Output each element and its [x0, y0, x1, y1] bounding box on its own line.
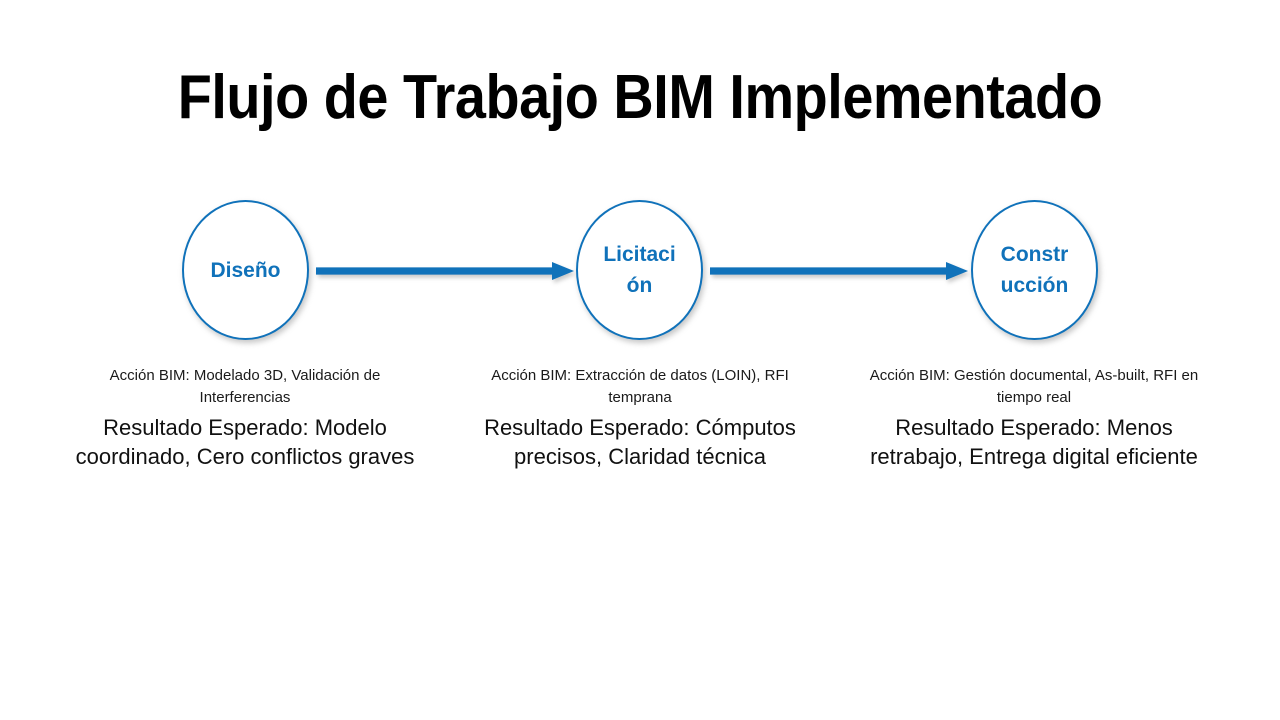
flow-node-label: Licitación	[603, 243, 676, 297]
caption-result-text: Resultado Esperado: Menos retrabajo, Ent…	[870, 415, 1198, 469]
caption-result-text: Resultado Esperado: Modelo coordinado, C…	[75, 415, 415, 469]
flow-caption-construccion: Acción BIM: Gestión documental, As-built…	[849, 365, 1219, 471]
arrow-right-icon	[316, 262, 574, 280]
caption-result-text: Resultado Esperado: Cómputos precisos, C…	[484, 415, 796, 469]
bim-workflow-diagram: Diseño Licitación Construcción	[0, 200, 1280, 345]
caption-action-text: Acción BIM: Extracción de datos (LOIN), …	[491, 367, 789, 406]
caption-action-text: Acción BIM: Gestión documental, As-built…	[869, 367, 1199, 406]
arrow-right-icon	[710, 262, 968, 280]
page-title: Flujo de Trabajo BIM Implementado	[177, 63, 1103, 132]
flow-caption-diseno: Acción BIM: Modelado 3D, Validación de I…	[60, 365, 430, 471]
caption-action-text: Acción BIM: Modelado 3D, Validación de I…	[109, 367, 381, 406]
flow-node-diseno[interactable]: Diseño	[182, 200, 309, 340]
flow-node-construccion[interactable]: Construcción	[971, 200, 1098, 340]
flow-node-licitacion[interactable]: Licitación	[576, 200, 703, 340]
flow-node-label: Diseño	[210, 258, 281, 282]
flow-caption-licitacion: Acción BIM: Extracción de datos (LOIN), …	[455, 365, 825, 471]
flow-node-label: Construcción	[1000, 243, 1069, 297]
